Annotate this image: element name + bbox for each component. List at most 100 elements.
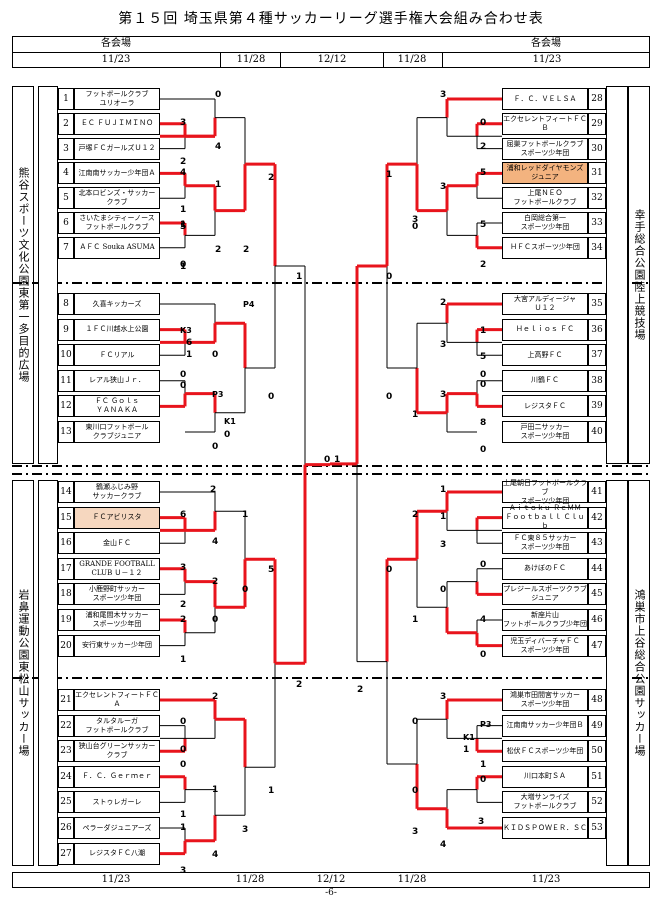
score-label: 5	[268, 565, 275, 575]
score-label: 0	[180, 745, 187, 755]
score-label: 0	[480, 370, 487, 380]
team-number: 9	[58, 318, 74, 341]
team-name: ＦＣリアル	[74, 344, 160, 367]
score-label: 0	[386, 272, 393, 282]
team-name: 大宮アルディージャ Ｕ１２	[502, 293, 588, 315]
team-name: 大増サンライズ フットボールクラブ	[502, 791, 588, 814]
team-name: あけぼのＦＣ	[502, 557, 588, 580]
score-label: K1	[463, 733, 475, 742]
score-label: 5	[180, 222, 187, 232]
team-number: 21	[58, 689, 74, 711]
score-label: 4	[215, 142, 222, 152]
score-label: 2	[212, 577, 219, 587]
score-label: 1	[480, 326, 487, 336]
score-label: K3	[180, 326, 192, 335]
score-label: 2	[412, 510, 419, 520]
score-label: 8	[480, 418, 487, 428]
team-number: 51	[588, 765, 606, 788]
score-label: 0	[268, 392, 275, 402]
team-number: 5	[58, 187, 74, 210]
team-number: 19	[58, 609, 74, 631]
team-number: 36	[588, 318, 606, 341]
team-name: 浦和レッドダイヤモンズ ジュニア	[502, 162, 588, 185]
score-label: 1	[186, 350, 193, 360]
score-label: 0	[412, 786, 419, 796]
header-right-date: 11/23	[442, 52, 651, 68]
team-name: ＨＦＣスポーツ少年団	[502, 236, 588, 259]
team-number: 20	[58, 634, 74, 657]
header-left-venue: 各会場	[101, 38, 131, 49]
header-final: 12/12	[280, 52, 384, 68]
score-label: 2	[480, 142, 487, 152]
team-number: 37	[588, 344, 606, 367]
score-label: 1	[412, 615, 419, 625]
team-number: 4	[58, 162, 74, 185]
team-number: 6	[58, 212, 74, 234]
team-name: 白岡総合第一 スポーツ少年団	[502, 212, 588, 234]
score-label: 3	[412, 827, 419, 837]
group-column	[606, 86, 628, 464]
team-name: １ＦＣ川越水上公園	[74, 318, 160, 341]
score-label: 4	[180, 168, 187, 178]
team-number: 34	[588, 236, 606, 259]
score-label: 0	[440, 585, 447, 595]
score-label: 2	[243, 245, 250, 255]
team-number: 26	[58, 817, 74, 839]
score-label: K1	[224, 417, 236, 426]
header-r2-right: 11/28	[397, 54, 427, 65]
venue-right-top: 幸手総合公園陸上競技場	[628, 86, 650, 464]
team-number: 25	[58, 791, 74, 814]
team-name: Ｈｅｌｉｏｓ ＦＣ	[502, 318, 588, 341]
team-number: 35	[588, 293, 606, 315]
team-number: 29	[588, 112, 606, 135]
score-label: 3	[440, 390, 447, 400]
score-label: 0	[212, 350, 219, 360]
footer-r2-right: 11/28	[397, 874, 427, 885]
score-label: 1	[180, 205, 187, 215]
team-number: 11	[58, 369, 74, 392]
header-r2-left: 11/28	[220, 52, 281, 68]
score-label: 0	[386, 565, 393, 575]
score-label: 3	[180, 118, 187, 128]
team-number: 46	[588, 609, 606, 631]
team-number: 45	[588, 583, 606, 606]
score-label: 5	[480, 220, 487, 230]
score-label: 3	[478, 817, 485, 827]
group-column	[606, 480, 628, 866]
page-title: 第１５回 埼玉県第４種サッカーリーグ選手権大会組み合わせ表	[118, 11, 544, 27]
score-label: 1	[215, 180, 222, 190]
page-number: -6-	[325, 888, 337, 898]
score-label: 0	[480, 560, 487, 570]
team-name: Ｆ．Ｃ．ＶＥＬＳＡ	[502, 88, 588, 110]
score-label: 3	[440, 692, 447, 702]
score-label: 0	[242, 585, 249, 595]
score-label: 3	[440, 340, 447, 350]
score-label: 1	[180, 220, 187, 230]
score-label: 2	[212, 692, 219, 702]
team-name: 上尾朝日フットボールクラブ スポーツ少年団	[502, 478, 588, 505]
team-number: 18	[58, 583, 74, 606]
score-label: 1	[180, 655, 187, 665]
venue-left-top: 熊谷スポーツ文化公園東第一多目的広場	[12, 86, 34, 464]
team-name: 北本ロビンズ・サッカー クラブ	[74, 187, 160, 210]
footer-left-date: 11/23	[101, 874, 131, 885]
score-label: 4	[212, 537, 219, 547]
score-label: 1	[180, 823, 187, 833]
team-number: 30	[588, 137, 606, 160]
group-column	[38, 480, 58, 866]
score-label: 1	[480, 760, 487, 770]
team-name: 上尾ＮＥＯ フットボールクラブ	[502, 187, 588, 210]
score-label: 1	[180, 262, 187, 272]
team-name: ＦＣ東８５サッカー スポーツ少年団	[502, 532, 588, 555]
score-label: 2	[180, 615, 187, 625]
venue-right-bottom: 鴻巣市上谷総合公園サッカー場	[628, 480, 650, 866]
team-name: 上高野ＦＣ	[502, 344, 588, 367]
team-number: 42	[588, 506, 606, 529]
team-number: 43	[588, 532, 606, 555]
team-number: 7	[58, 236, 74, 259]
score-label: P3	[480, 720, 492, 729]
header-left-date: 11/23	[101, 54, 131, 65]
team-number: 44	[588, 557, 606, 580]
score-label: 3	[180, 563, 187, 573]
team-number: 27	[58, 842, 74, 865]
